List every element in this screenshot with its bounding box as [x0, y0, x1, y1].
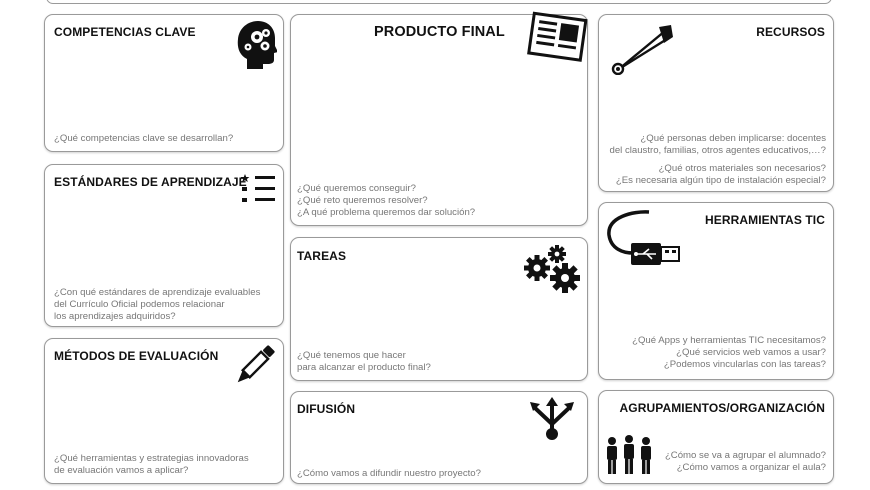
card-recursos: RECURSOS ¿Qué personas deben implicarse:…: [598, 14, 834, 192]
question-line: ¿Qué servicios web vamos a usar?: [676, 347, 826, 358]
question-line: ¿Qué reto queremos resolver?: [297, 195, 428, 206]
question-line: ¿Qué personas deben implicarse: docentes: [640, 133, 826, 144]
people-group-icon: [605, 435, 653, 477]
safety-pin-icon: [609, 21, 675, 75]
card-title: RECURSOS: [756, 25, 825, 39]
usb-cable-icon: [603, 209, 683, 271]
share-arrows-icon: [527, 396, 579, 442]
card-difusion: DIFUSIÓN ¿Cómo vamos a difundir nuestro …: [290, 391, 588, 484]
gears-icon: [521, 242, 585, 298]
question-line: ¿Cómo vamos a organizar el aula?: [676, 462, 826, 473]
card-estandares-aprendizaje: ESTÁNDARES DE APRENDIZAJE ¿Con qué están…: [44, 164, 284, 327]
question-line: ¿Es necesaria algún tipo de instalación …: [615, 175, 826, 186]
card-title: PRODUCTO FINAL: [374, 24, 505, 40]
card-title: AGRUPAMIENTOS/ORGANIZACIÓN: [619, 401, 825, 415]
question-line: ¿Qué Apps y herramientas TIC necesitamos…: [632, 335, 826, 346]
card-title: MÉTODOS DE EVALUACIÓN: [54, 349, 219, 363]
question-line: ¿Podemos vincularlas con las tareas?: [663, 359, 826, 370]
card-title: TAREAS: [297, 249, 347, 263]
question-line: del claustro, familias, otros agentes ed…: [609, 145, 826, 156]
card-producto-final: PRODUCTO FINAL ¿Qué queremos conseguir? …: [290, 11, 591, 226]
card-metodos-evaluacion: MÉTODOS DE EVALUACIÓN ¿Qué herramientas …: [44, 338, 284, 484]
card-herramientas-tic: HERRAMIENTAS TIC ¿Qué Apps y herramienta…: [598, 202, 834, 380]
card-title: ESTÁNDARES DE APRENDIZAJE: [54, 175, 247, 189]
question-line: ¿Cómo se va a agrupar el alumnado?: [664, 450, 826, 461]
question-line: ¿A qué problema queremos dar solución?: [297, 207, 476, 218]
pencil-icon: [231, 343, 277, 389]
card-title: HERRAMIENTAS TIC: [704, 213, 825, 227]
question-line: los aprendizajes adquiridos?: [54, 311, 176, 322]
question-line: ¿Qué competencias clave se desarrollan?: [54, 133, 234, 144]
card-tareas: TAREAS: [290, 237, 588, 381]
question-line: ¿Qué herramientas y estrategias innovado…: [54, 453, 249, 464]
newspaper-icon: [527, 11, 591, 69]
question-line: de evaluación vamos a aplicar?: [54, 465, 189, 476]
head-gears-icon: [235, 19, 277, 71]
checklist-icon: [241, 173, 277, 205]
card-competencias-clave: COMPETENCIAS CLAVE ¿Qué competencias cla…: [44, 14, 284, 152]
card-title: COMPETENCIAS CLAVE: [54, 25, 196, 39]
question-line: ¿Cómo vamos a difundir nuestro proyecto?: [297, 468, 481, 479]
question-line: ¿Qué tenemos que hacer: [297, 350, 406, 361]
question-line: ¿Con qué estándares de aprendizaje evalu…: [54, 287, 261, 298]
card-title: DIFUSIÓN: [297, 402, 356, 416]
question-line: ¿Qué queremos conseguir?: [297, 183, 416, 194]
question-line: para alcanzar el producto final?: [297, 362, 431, 373]
question-line: ¿Qué otros materiales son necesarios?: [658, 163, 826, 174]
top-card-edge: [46, 0, 832, 4]
card-agrupamientos-organizacion: AGRUPAMIENTOS/ORGANIZACIÓN ¿Cómo se va a…: [598, 390, 834, 484]
question-line: del Currículo Oficial podemos relacionar: [54, 299, 225, 310]
